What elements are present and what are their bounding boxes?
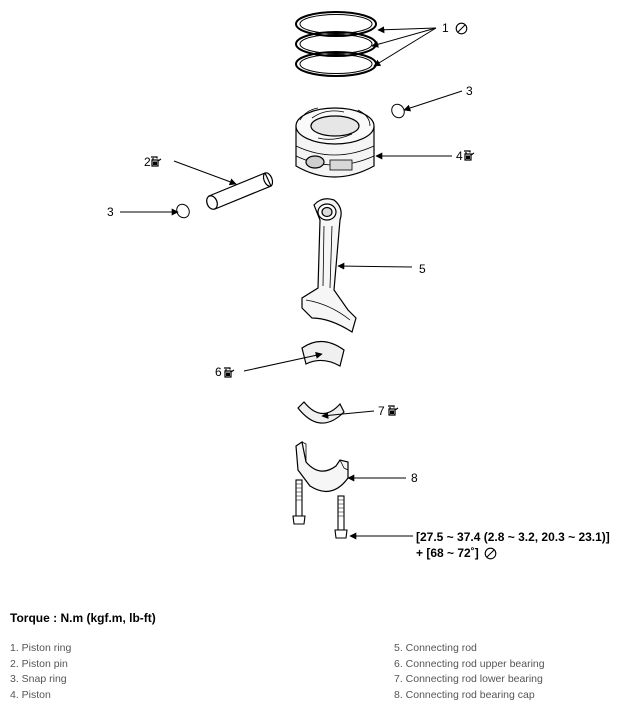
do-not-reuse-icon bbox=[484, 547, 497, 559]
bearing-cap-drawing bbox=[295, 441, 349, 493]
callout-6: 6 bbox=[215, 365, 222, 379]
legend-item: 6. Connecting rod upper bearing bbox=[394, 657, 545, 670]
callout-7: 7 bbox=[378, 404, 385, 418]
piston-drawing bbox=[295, 107, 375, 178]
leader-lines bbox=[120, 26, 463, 540]
oil-can-icon bbox=[151, 156, 162, 167]
torque-spec-line-2: + [68 ~ 72˚] bbox=[416, 545, 610, 561]
callout-5: 5 bbox=[419, 262, 426, 276]
connecting-rod-drawing bbox=[301, 198, 357, 333]
callout-3-lower: 3 bbox=[107, 205, 114, 219]
bolts-drawing bbox=[292, 479, 348, 539]
legend-item: 5. Connecting rod bbox=[394, 642, 477, 654]
callout-8: 8 bbox=[411, 471, 418, 485]
exploded-parts-diagram bbox=[120, 11, 463, 540]
bolt-torque-spec: [27.5 ~ 37.4 (2.8 ~ 3.2, 20.3 ~ 23.1)] +… bbox=[416, 529, 610, 561]
oil-can-icon bbox=[388, 405, 399, 416]
legend-item: 3. Snap ring bbox=[10, 673, 67, 685]
oil-can-icon bbox=[464, 150, 475, 161]
torque-spec-angle: + [68 ~ 72˚] bbox=[416, 546, 479, 560]
do-not-reuse-icon bbox=[455, 22, 468, 35]
callout-2: 2 bbox=[144, 155, 151, 169]
legend-item: 2. Piston pin bbox=[10, 657, 68, 670]
torque-unit-title: Torque : N.m (kgf.m, lb-ft) bbox=[10, 611, 156, 625]
parts-legend-right: 5. Connecting rod 6. Connecting rod uppe… bbox=[394, 641, 545, 703]
callout-1: 1 bbox=[442, 21, 449, 35]
legend-item: 8. Connecting rod bearing cap bbox=[394, 688, 535, 701]
legend-item: 7. Connecting rod lower bearing bbox=[394, 673, 543, 685]
piston-rings bbox=[295, 11, 377, 77]
snap-ring-upper bbox=[391, 103, 405, 119]
callout-3-upper: 3 bbox=[466, 84, 473, 98]
legend-item: 1. Piston ring bbox=[10, 642, 72, 654]
torque-spec-line-1: [27.5 ~ 37.4 (2.8 ~ 3.2, 20.3 ~ 23.1)] bbox=[416, 530, 610, 544]
callout-4: 4 bbox=[456, 149, 463, 163]
snap-ring-lower bbox=[176, 203, 190, 219]
lower-bearing-drawing bbox=[297, 401, 345, 424]
upper-bearing-drawing bbox=[301, 340, 345, 367]
legend-item: 4. Piston bbox=[10, 688, 51, 701]
parts-legend-left: 1. Piston ring 2. Piston pin 3. Snap rin… bbox=[10, 641, 71, 703]
piston-pin-drawing bbox=[206, 172, 274, 210]
oil-can-icon bbox=[224, 367, 235, 378]
